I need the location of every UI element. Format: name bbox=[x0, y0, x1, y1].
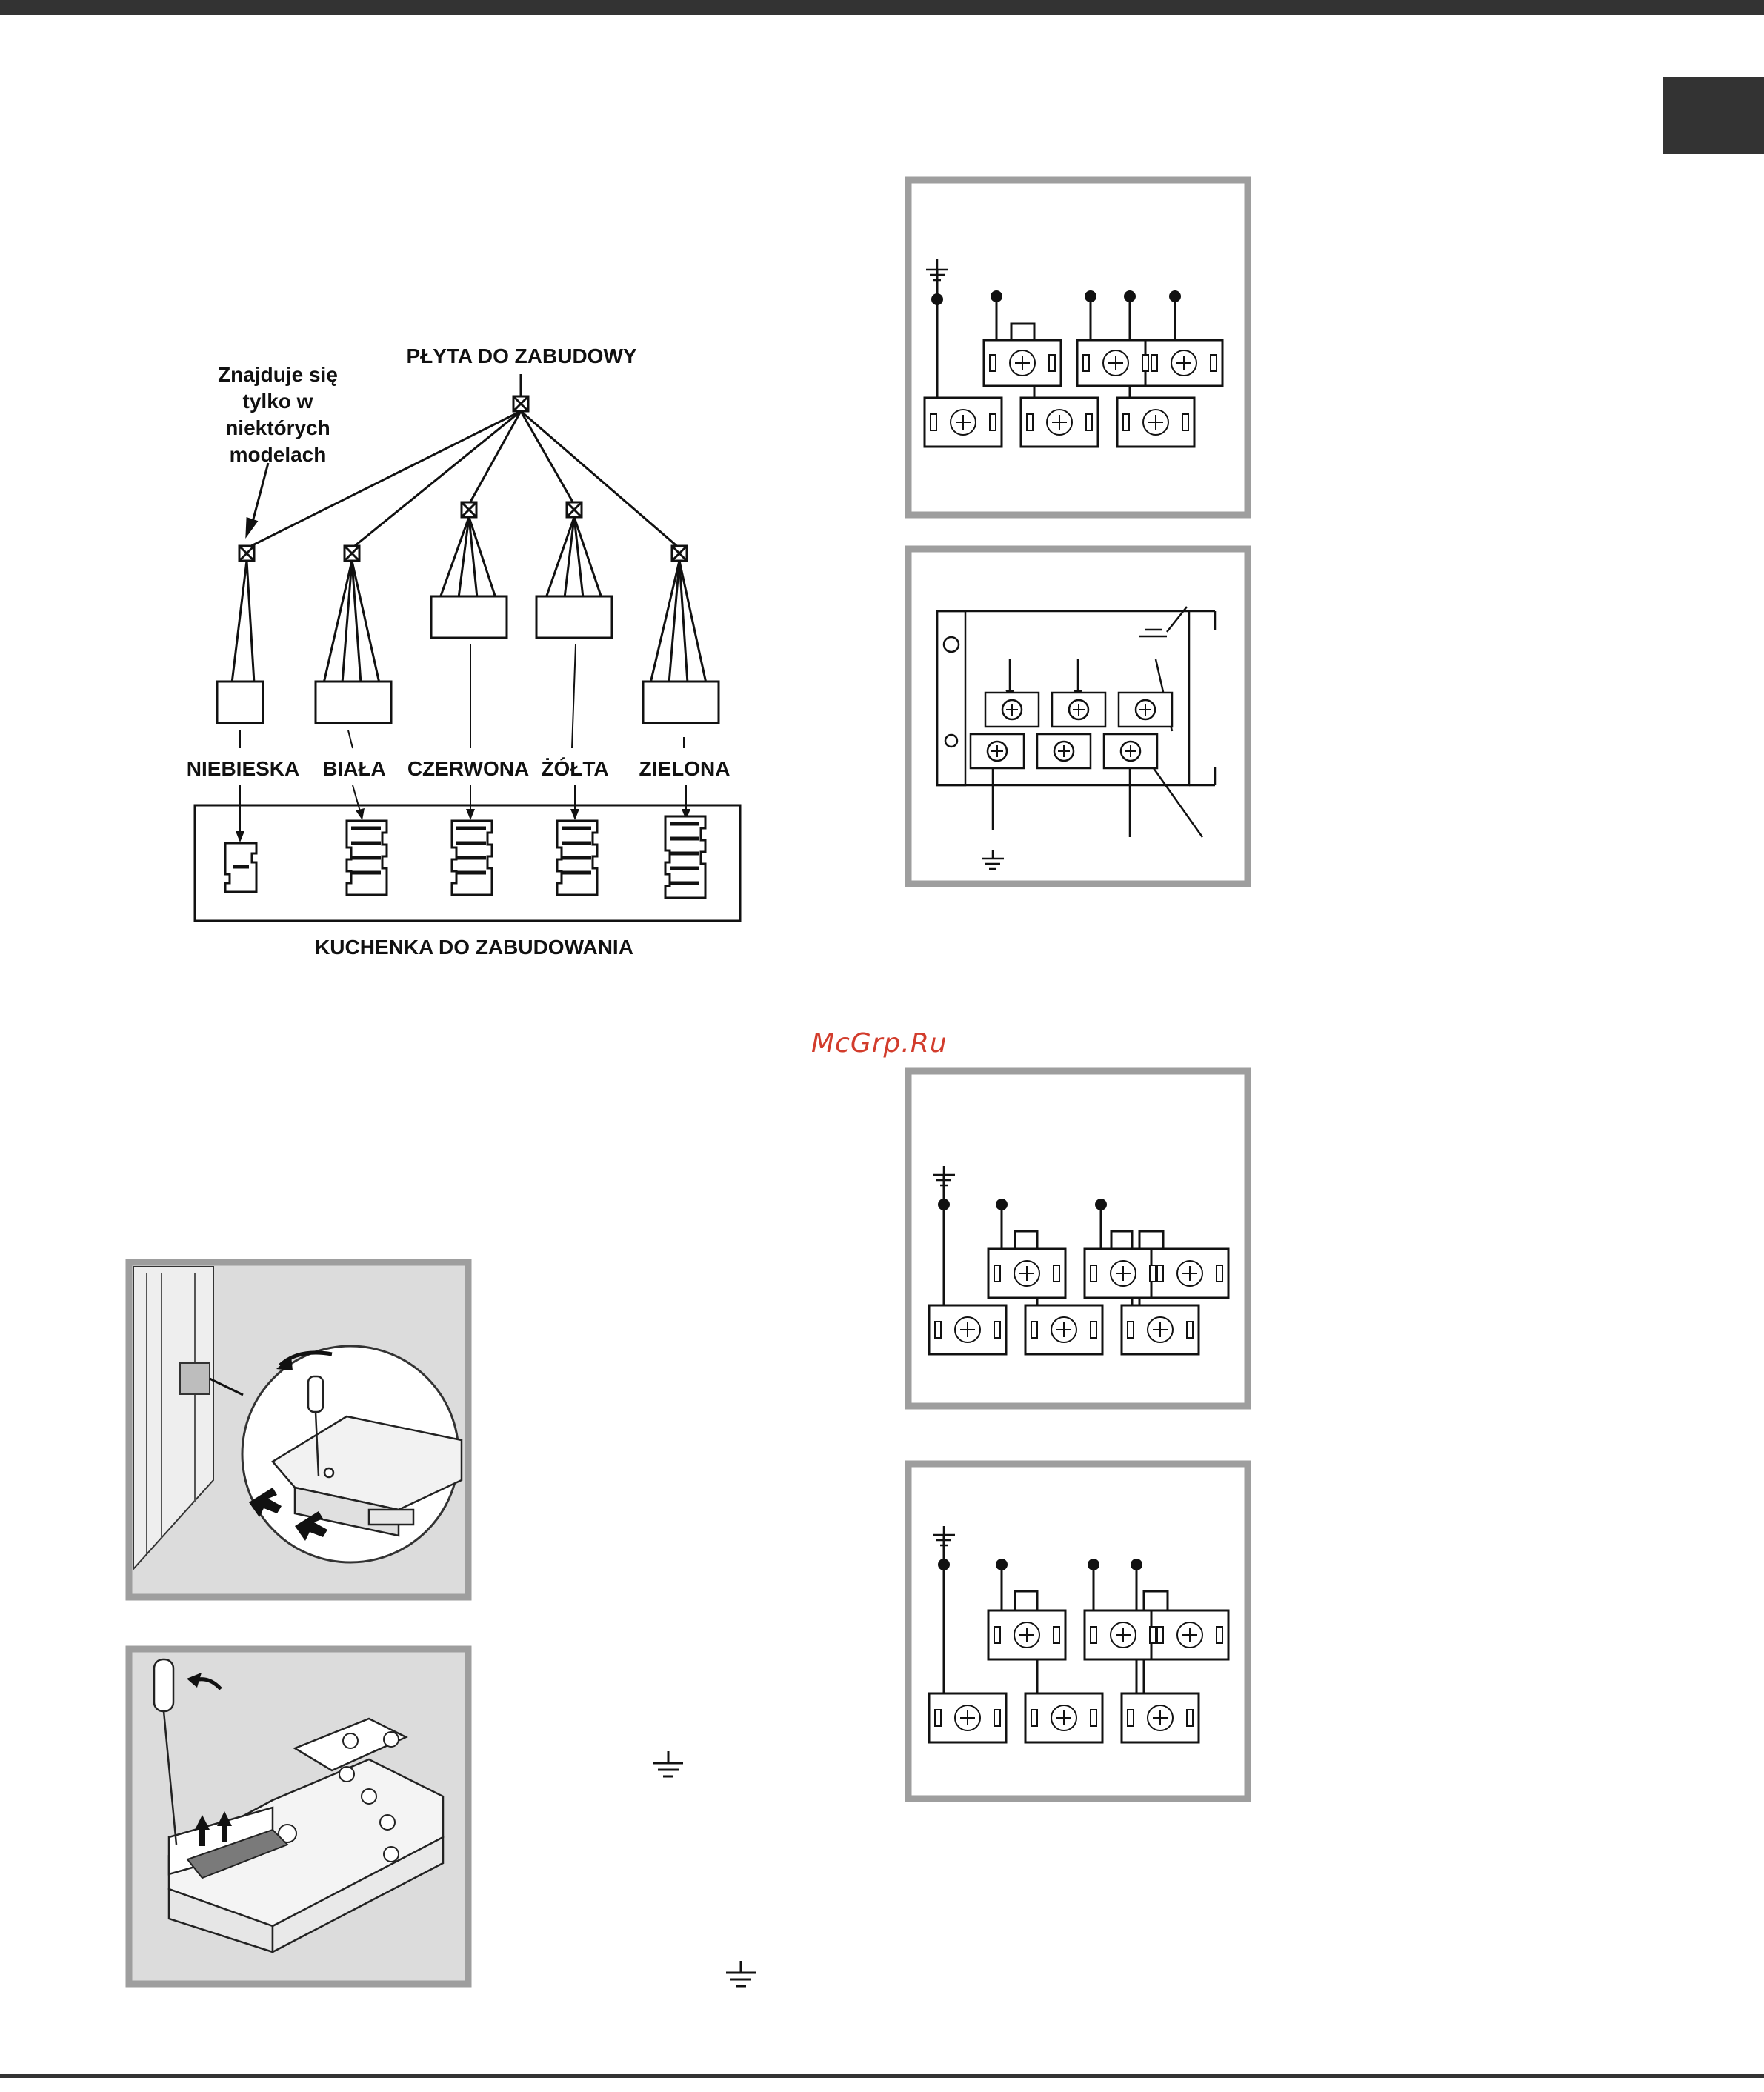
connector-label-green: ZIELONA bbox=[639, 757, 730, 781]
ground-symbol-icon bbox=[723, 1959, 759, 1995]
clamp-removal-figure bbox=[124, 1645, 473, 1990]
connector-label-red: CZERWONA bbox=[407, 757, 529, 781]
ground-symbol-icon bbox=[650, 1750, 686, 1785]
oven-label: KUCHENKA DO ZABUDOWANIA bbox=[315, 936, 633, 959]
connector-label-yellow: ŻÓŁTA bbox=[541, 757, 608, 781]
hob-label: PŁYTA DO ZABUDOWY bbox=[406, 344, 636, 368]
optional-note: Znajduje się tylko w niektórych modelach bbox=[193, 362, 363, 468]
watermark: McGrp.Ru bbox=[811, 1028, 948, 1059]
connector-label-blue: NIEBIESKA bbox=[187, 757, 299, 781]
terminal-board-figure-3 bbox=[904, 1067, 1255, 1412]
connector-label-white: BIAŁA bbox=[322, 757, 386, 781]
terminal-board-figure-2 bbox=[904, 544, 1255, 890]
wiring-diagram: PŁYTA DO ZABUDOWY Znajduje się tylko w n… bbox=[0, 0, 815, 978]
bottom-rule bbox=[0, 2074, 1764, 2078]
terminal-board-figure-4 bbox=[904, 1459, 1255, 1805]
cover-removal-figure bbox=[124, 1258, 473, 1603]
wiring-diagram-lines bbox=[0, 0, 815, 978]
terminal-board-figure-1 bbox=[904, 176, 1255, 521]
language-tab bbox=[1663, 77, 1764, 154]
